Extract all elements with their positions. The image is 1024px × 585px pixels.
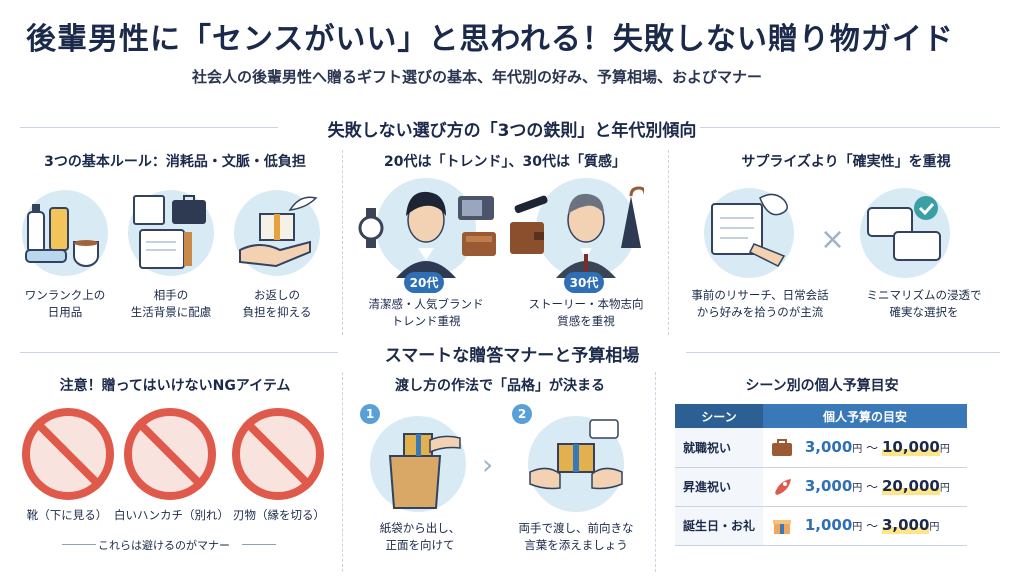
column-divider [342,150,343,335]
column-divider [655,372,656,572]
yen-unit: 円 [852,521,863,533]
age-title: 20代は「トレンド」、30代は「質感」 [384,154,626,170]
planner-briefcase-icon [128,190,214,276]
gift-box-icon [771,517,793,535]
yen-unit: 円 [939,443,950,455]
ng-note: これらは避けるのがマナー [98,539,230,552]
table-header-row: シーン 個人予算の目安 [675,404,967,428]
step-number: 2 [512,404,532,424]
column-header-budget: 個人予算の目安 [763,404,967,428]
rule-caption: 相手の 生活背景に配慮 [130,288,212,319]
yen-unit: 円 [852,482,863,494]
section1-heading: 失敗しない選び方の「3つの鉄則」と年代別傾向 [327,121,697,141]
note-line [62,544,96,545]
pen-icon [512,190,552,224]
scene-cell: 就職祝い [675,428,763,468]
handing-step-caption: 紙袋から出し、 正面を向けて [379,521,461,552]
section-divider [700,127,1000,128]
certainty-title: サプライズより「確実性」を重視 [741,154,951,170]
man-20s-illustration [376,178,476,278]
budget-cell: 1,000円 ～ 3,000円 [763,506,967,546]
section-divider [20,352,338,353]
handing-title: 渡し方の作法で「品格」が決まる [395,378,605,394]
section-divider [686,352,1000,353]
step-number: 1 [360,404,380,424]
ng-caption: 刃物（縁を切る） [233,508,325,522]
note-line [242,544,276,545]
budget-table: シーン 個人予算の目安 就職祝い 3,000円 ～ 10,000円 昇進祝い 3… [675,404,967,546]
certainty-right-caption: ミニマリズムの浸透で 確実な選択を [866,288,982,319]
knife-scissors-icon [232,408,324,500]
column-divider [342,372,343,572]
age-badge-30s: 30代 [564,272,604,293]
budget-high: 20,000 [881,476,940,495]
budget-high: 3,000 [881,515,930,534]
budget-low: 1,000 [804,515,853,534]
table-row: 昇進祝い 3,000円 ～ 20,000円 [675,467,967,507]
two-hands-gift-illustration [528,416,624,512]
column-header-scene: シーン [675,404,763,428]
ng-title: 注意！贈ってはいけないNGアイテム [59,378,291,394]
shoes-icon [22,408,114,500]
age-caption-30s: ストーリー・本物志向 質感を重視 [528,297,644,328]
column-divider [668,150,669,335]
age-caption-20s: 清潔感・人気ブランド トレンド重視 [368,297,484,328]
page-subtitle: 社会人の後輩男性へ贈るギフト選びの基本、年代別の好み、予算相場、およびマナー [192,68,763,86]
yen-unit: 円 [929,521,940,533]
budget-title: シーン別の個人予算目安 [745,378,899,394]
rule-caption: お返しの 負担を抑える [242,288,312,319]
budget-low: 3,000 [804,437,853,456]
range-tilde: ～ [866,479,879,494]
chat-check-illustration [860,188,950,278]
table-row: 就職祝い 3,000円 ～ 10,000円 [675,428,967,468]
research-notebook-illustration [704,188,794,278]
page-title: 後輩男性に「センスがいい」と思われる！失敗しない贈り物ガイド [26,22,954,57]
budget-high: 10,000 [881,437,940,456]
age-badge-20s: 20代 [404,272,444,293]
chevron-right-icon: › [482,448,494,481]
briefcase-icon [771,439,793,457]
ng-caption: 白いハンカチ（別れ） [114,508,229,522]
range-tilde: ～ [866,440,879,455]
ng-caption: 靴（下に見る） [26,508,108,522]
scene-cell: 昇進祝い [675,467,763,507]
section-divider [20,127,278,128]
gift-in-hand-icon [234,190,320,276]
rules-title: 3つの基本ルール：消耗品・文脈・低負担 [44,154,306,170]
times-icon: × [820,222,846,257]
table-row: 誕生日・お礼 1,000円 ～ 3,000円 [675,506,967,546]
yen-unit: 円 [939,482,950,494]
paper-bag-gift-illustration [370,416,466,512]
daily-goods-icon [22,190,108,276]
watch-icon [356,208,386,252]
section2-heading: スマートな贈答マナーと予算相場 [384,346,640,366]
white-handkerchief-icon [124,408,216,500]
gadget-icon [458,196,494,224]
rocket-icon [771,478,793,496]
certainty-left-caption: 事前のリサーチ、日常会話 から好みを拾うのが主流 [691,288,829,319]
range-tilde: ～ [866,518,879,533]
scene-cell: 誕生日・お礼 [675,506,763,546]
budget-cell: 3,000円 ～ 20,000円 [763,467,967,507]
rule-caption: ワンランク上の 日用品 [24,288,106,319]
budget-cell: 3,000円 ～ 10,000円 [763,428,967,468]
yen-unit: 円 [852,443,863,455]
wallet-icon [462,232,496,260]
budget-low: 3,000 [804,476,853,495]
umbrella-icon [618,186,647,264]
leather-notebook-icon [510,222,544,258]
handing-step-caption: 両手で渡し、前向きな 言葉を添えましょう [518,521,634,552]
